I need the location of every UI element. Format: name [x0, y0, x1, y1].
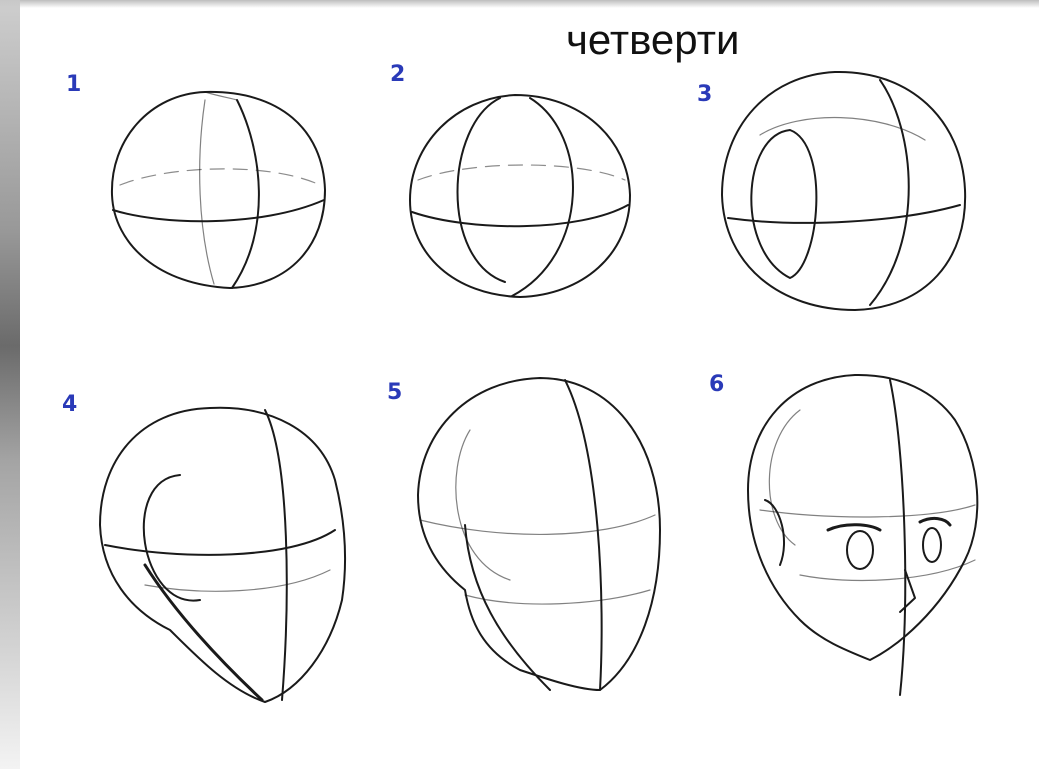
step-number-1: 1	[66, 72, 81, 97]
step-number-6: 6	[709, 372, 724, 397]
step-number-4: 4	[62, 392, 77, 417]
head-drawing-3	[722, 72, 965, 310]
head-drawing-2	[410, 95, 630, 297]
head-drawing-1	[112, 92, 325, 288]
head-drawing-6	[748, 375, 977, 695]
step-number-2: 2	[390, 62, 405, 87]
step-number-5: 5	[387, 380, 402, 405]
step-number-3: 3	[697, 82, 712, 107]
head-drawing-4	[100, 408, 345, 702]
head-drawing-5	[418, 378, 660, 690]
slide-title: четверти	[566, 14, 739, 66]
